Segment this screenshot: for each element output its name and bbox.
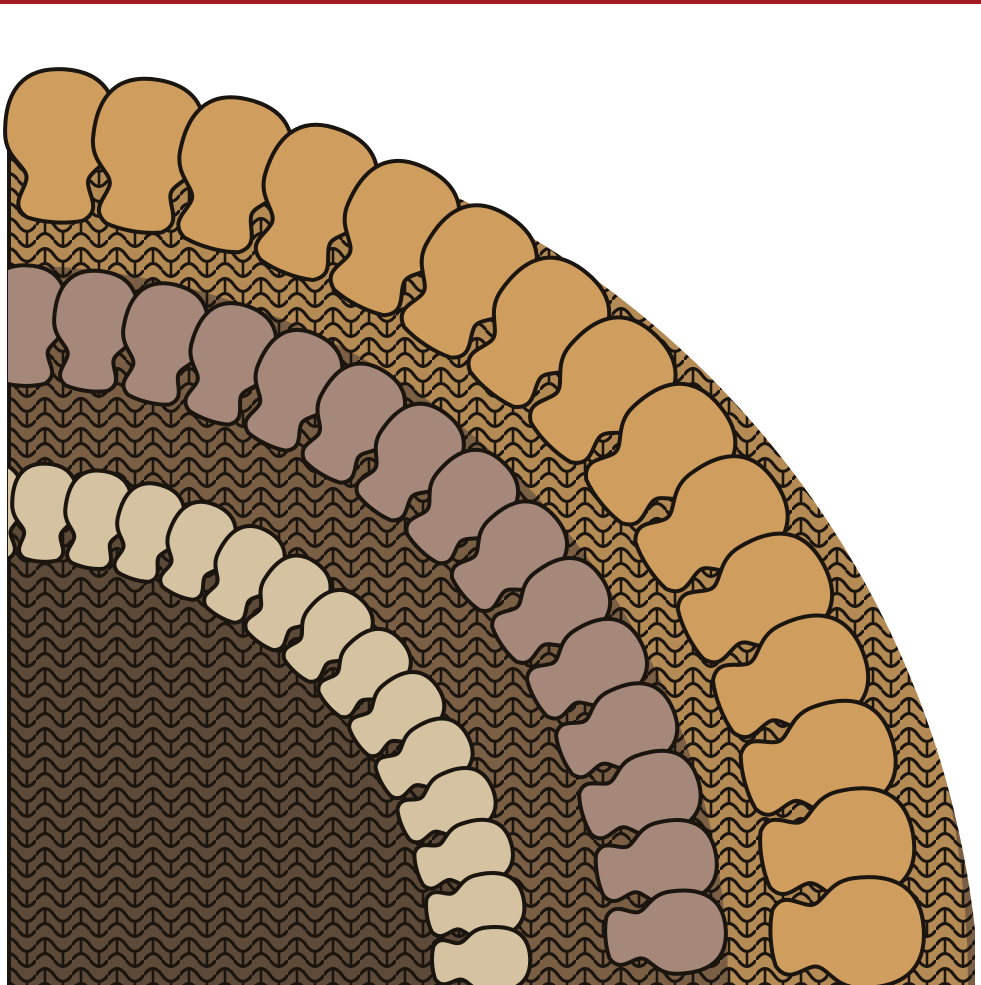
- stitch-quadrant-diagram: [0, 0, 981, 985]
